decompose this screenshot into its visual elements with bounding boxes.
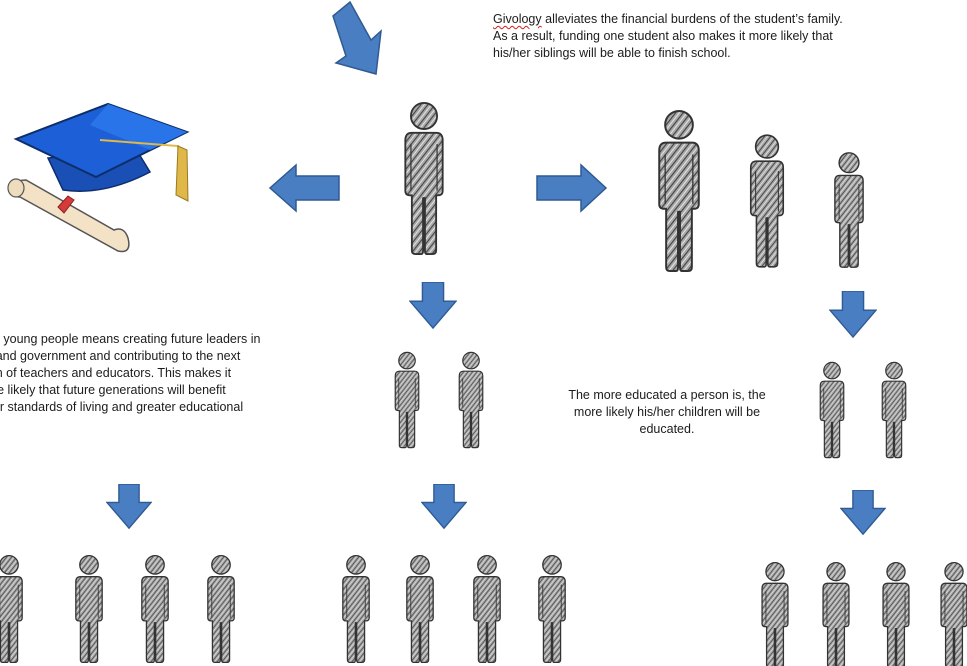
right-arrow-icon bbox=[537, 165, 606, 211]
person-icon bbox=[823, 563, 849, 666]
person-icon bbox=[407, 556, 433, 663]
down-arrow-icon bbox=[107, 484, 151, 528]
graduation-cap-icon bbox=[8, 104, 188, 251]
person-icon bbox=[0, 556, 22, 663]
person-icon bbox=[208, 556, 234, 663]
person-icon bbox=[941, 563, 967, 666]
person-icon bbox=[659, 111, 699, 271]
down-arrow-icon bbox=[830, 291, 876, 337]
person-icon bbox=[820, 362, 844, 457]
person-icon bbox=[395, 352, 419, 447]
down-arrow-icon bbox=[410, 282, 456, 328]
person-icon bbox=[835, 153, 863, 267]
down-arrow-icon bbox=[841, 490, 885, 534]
down-arrow-icon bbox=[422, 484, 466, 528]
person-icon bbox=[474, 556, 500, 663]
diagonal-down-arrow-icon bbox=[333, 2, 381, 74]
person-icon bbox=[883, 563, 909, 666]
arrows-group bbox=[107, 2, 885, 534]
person-icon bbox=[539, 556, 565, 663]
person-icon bbox=[762, 563, 788, 666]
person-icon bbox=[405, 103, 442, 254]
person-icon bbox=[459, 352, 483, 447]
person-icon bbox=[751, 135, 783, 267]
person-icon bbox=[142, 556, 168, 663]
person-icon bbox=[882, 362, 906, 457]
person-icon bbox=[76, 556, 102, 663]
left-arrow-icon bbox=[270, 165, 339, 211]
person-icon bbox=[343, 556, 369, 663]
